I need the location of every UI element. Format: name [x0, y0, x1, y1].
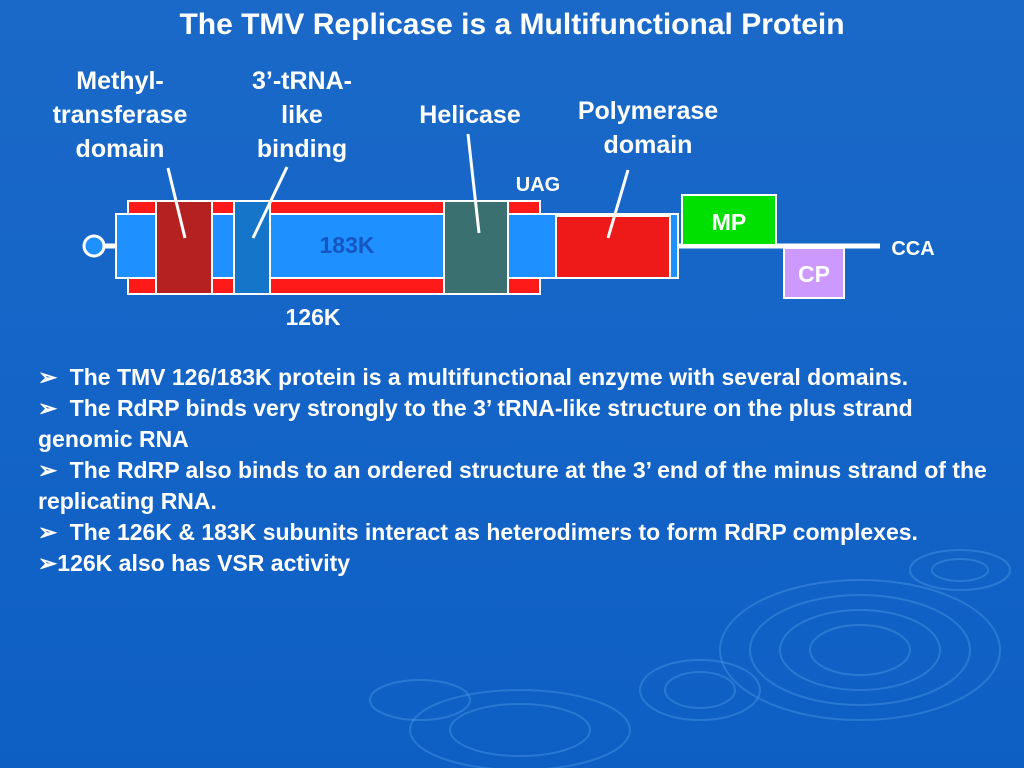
- polymerase-domain-box: [555, 215, 671, 279]
- bullet-item: ➢ The RdRP also binds to an ordered stru…: [38, 455, 998, 517]
- methyltransferase-label-line: domain: [75, 135, 165, 163]
- helicase-pointer: [466, 133, 481, 234]
- methyltransferase-label-line: transferase: [52, 101, 188, 129]
- helicase-label: Helicase: [419, 101, 521, 129]
- label-mp: MP: [712, 209, 747, 235]
- bullet-text: The RdRP also binds to an ordered struct…: [38, 457, 987, 514]
- bullet-text: The 126K & 183K subunits interact as het…: [63, 519, 918, 545]
- cp-box: [783, 247, 845, 299]
- bullet-item: ➢126K also has VSR activity: [38, 548, 998, 579]
- bullet-item: ➢ The 126K & 183K subunits interact as h…: [38, 517, 998, 548]
- label-cca: CCA: [891, 238, 934, 260]
- bullet-text: The TMV 126/183K protein is a multifunct…: [63, 364, 909, 390]
- methyltransferase-pointer: [166, 167, 187, 239]
- arrow-bullet-icon: ➢: [38, 519, 58, 545]
- label-uag: UAG: [516, 174, 560, 196]
- label-183k: 183K: [320, 232, 375, 258]
- methyltransferase-label-line: Methyl-: [76, 67, 164, 95]
- polymerase-label-line: domain: [603, 131, 693, 159]
- label-cp: CP: [798, 261, 830, 287]
- trna-binding-label-line: binding: [256, 135, 348, 163]
- polymerase-label: Polymerase domain: [558, 94, 738, 162]
- bullet-item: ➢ The TMV 126/183K protein is a multifun…: [38, 362, 998, 393]
- bullet-item: ➢ The RdRP binds very strongly to the 3’…: [38, 393, 998, 455]
- polymerase-label-line: Polymerase: [577, 97, 719, 125]
- bullet-text: The RdRP binds very strongly to the 3’ t…: [38, 395, 913, 452]
- bullet-text: 126K also has VSR activity: [57, 550, 351, 576]
- polymerase-pointer: [606, 169, 630, 239]
- slide-title: The TMV Replicase is a Multifunctional P…: [179, 8, 845, 41]
- trna-binding-label-line: like: [281, 101, 323, 129]
- methyltransferase-label: Methyl- transferase domain: [40, 64, 200, 166]
- arrow-bullet-icon: ➢: [38, 364, 58, 390]
- five-prime-cap-circle: [82, 234, 106, 258]
- methyltransferase-domain-box: [155, 200, 213, 295]
- trna-binding-label: 3’-tRNA- like binding: [232, 64, 372, 166]
- arrow-bullet-icon: ➢: [38, 457, 58, 483]
- label-126k: 126K: [286, 304, 341, 330]
- trna-binding-label-line: 3’-tRNA-: [252, 67, 352, 95]
- arrow-bullet-icon: ➢: [38, 550, 58, 576]
- bullet-list: ➢ The TMV 126/183K protein is a multifun…: [38, 362, 998, 579]
- trna-binding-pointer: [251, 166, 289, 239]
- mp-box: [681, 194, 777, 246]
- arrow-bullet-icon: ➢: [38, 395, 58, 421]
